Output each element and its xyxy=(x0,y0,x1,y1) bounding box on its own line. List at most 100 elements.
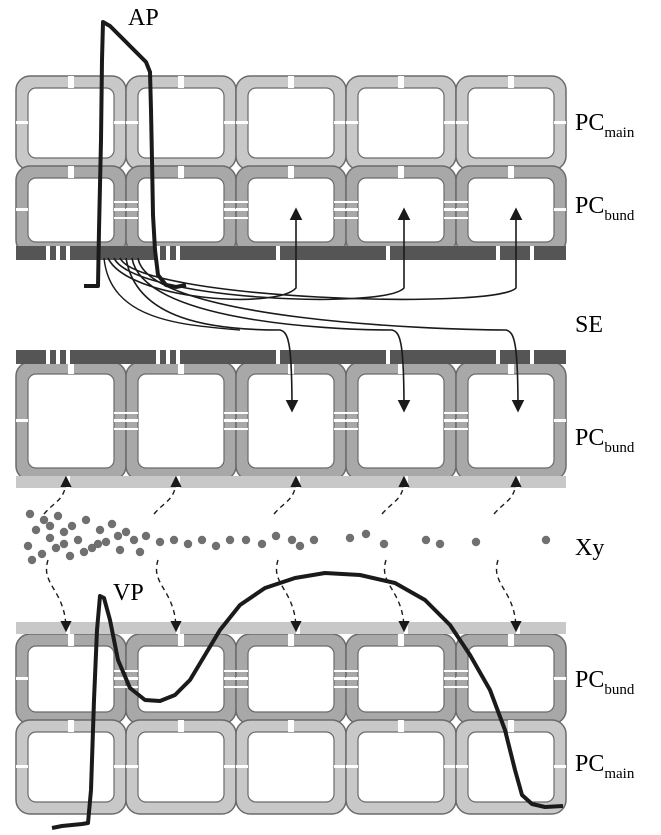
xylem-particle xyxy=(142,532,150,540)
xylem-particle xyxy=(272,532,280,540)
xylem-particle xyxy=(74,536,82,544)
label-pc-bund-top: PCbund xyxy=(575,193,635,224)
sieve-pore xyxy=(176,350,180,364)
xylem-particle xyxy=(114,532,122,540)
wall-pit xyxy=(334,121,346,124)
xylem-particle xyxy=(80,548,88,556)
xylem-particle xyxy=(242,536,250,544)
sieve-pore xyxy=(296,476,300,488)
sieve-pore xyxy=(386,246,390,260)
wall-pit xyxy=(444,765,456,768)
sieve-pore xyxy=(166,246,170,260)
wall-pit xyxy=(288,76,294,88)
pc-main-cell-low-lumen xyxy=(248,732,334,802)
sieve-pore xyxy=(56,246,60,260)
wall-pit xyxy=(178,634,184,646)
wall-pit xyxy=(68,634,74,646)
sieve-pore xyxy=(66,350,70,364)
xylem-wall-mid xyxy=(16,476,566,488)
sieve-pore xyxy=(276,350,280,364)
wall-pit xyxy=(126,121,138,124)
wall-pit xyxy=(236,765,248,768)
xylem-particles xyxy=(24,510,550,564)
xylem-particle xyxy=(82,516,90,524)
wall-pit xyxy=(288,720,294,732)
sieve-pore xyxy=(156,350,160,364)
wall-pit xyxy=(456,121,468,124)
sieve-pore xyxy=(46,350,50,364)
xylem-particle xyxy=(102,538,110,546)
pc-bund-cell-top-lumen xyxy=(248,178,334,242)
wall-pit xyxy=(398,166,404,178)
wall-pit xyxy=(126,765,138,768)
xylem-particle xyxy=(136,548,144,556)
xylem-particle xyxy=(46,522,54,530)
wall-pit xyxy=(346,121,358,124)
wall-pit xyxy=(508,720,514,732)
wall-pit xyxy=(178,166,184,178)
wall-pit xyxy=(554,208,566,211)
pc-bund-cell-low-lumen xyxy=(358,646,444,712)
label-pc-bund-low: PCbund xyxy=(575,667,635,698)
sieve-pore xyxy=(166,350,170,364)
wall-pit xyxy=(288,166,294,178)
xylem-particle xyxy=(362,530,370,538)
xylem-particle xyxy=(94,540,102,548)
wall-pit xyxy=(398,720,404,732)
pc-bund-cell-mid-lumen xyxy=(28,374,114,468)
wall-pit xyxy=(508,166,514,178)
wall-pit xyxy=(508,76,514,88)
wall-pit xyxy=(224,765,236,768)
xylem-particle xyxy=(198,536,206,544)
wall-pit xyxy=(398,634,404,646)
label-pc-main-low: PCmain xyxy=(575,751,635,782)
wall-pit xyxy=(16,419,28,422)
xylem-particle xyxy=(32,526,40,534)
wall-pit xyxy=(236,121,248,124)
sieve-pore xyxy=(176,476,180,488)
xylem-particle xyxy=(122,528,130,536)
dashed-arrow-down xyxy=(156,560,176,630)
pc-bund-cell-top-lumen xyxy=(468,178,554,242)
wall-pit xyxy=(456,765,468,768)
wall-pit xyxy=(114,121,126,124)
xylem-particle xyxy=(472,538,480,546)
wall-pit xyxy=(444,121,456,124)
sieve-pore xyxy=(530,246,534,260)
pc-bund-cell-mid-lumen xyxy=(358,374,444,468)
label-se: SE xyxy=(575,312,603,338)
xylem-particle xyxy=(310,536,318,544)
wall-pit xyxy=(554,765,566,768)
xylem-particle xyxy=(66,552,74,560)
pc-bund-cell-low-lumen xyxy=(248,646,334,712)
wall-pit xyxy=(224,121,236,124)
pc-main-cell-top-lumen xyxy=(248,88,334,158)
xylem-particle xyxy=(28,556,36,564)
xylem-particle xyxy=(130,536,138,544)
xylem-particle xyxy=(54,512,62,520)
pc-main-cell-low-lumen xyxy=(358,732,444,802)
pc-main-cell-low-lumen xyxy=(138,732,224,802)
wall-pit xyxy=(16,208,28,211)
xylem-particle xyxy=(96,526,104,534)
wall-pit xyxy=(398,76,404,88)
wall-pit xyxy=(16,765,28,768)
sieve-pore xyxy=(530,350,534,364)
xylem-particle xyxy=(212,542,220,550)
wall-pit xyxy=(68,166,74,178)
sieve-pore xyxy=(516,476,520,488)
label-pc-bund-mid: PCbund xyxy=(575,425,635,456)
pc-bund-cell-mid-lumen xyxy=(248,374,334,468)
wall-pit xyxy=(178,76,184,88)
wall-pit xyxy=(68,76,74,88)
wall-pit xyxy=(508,634,514,646)
xylem-particle xyxy=(68,522,76,530)
xylem-particle xyxy=(288,536,296,544)
wall-pit xyxy=(554,419,566,422)
wall-pit xyxy=(16,677,28,680)
label-xy: Xy xyxy=(575,535,604,561)
xylem-particle xyxy=(542,536,550,544)
dashed-arrow-down xyxy=(496,560,516,630)
sieve-pore xyxy=(176,246,180,260)
